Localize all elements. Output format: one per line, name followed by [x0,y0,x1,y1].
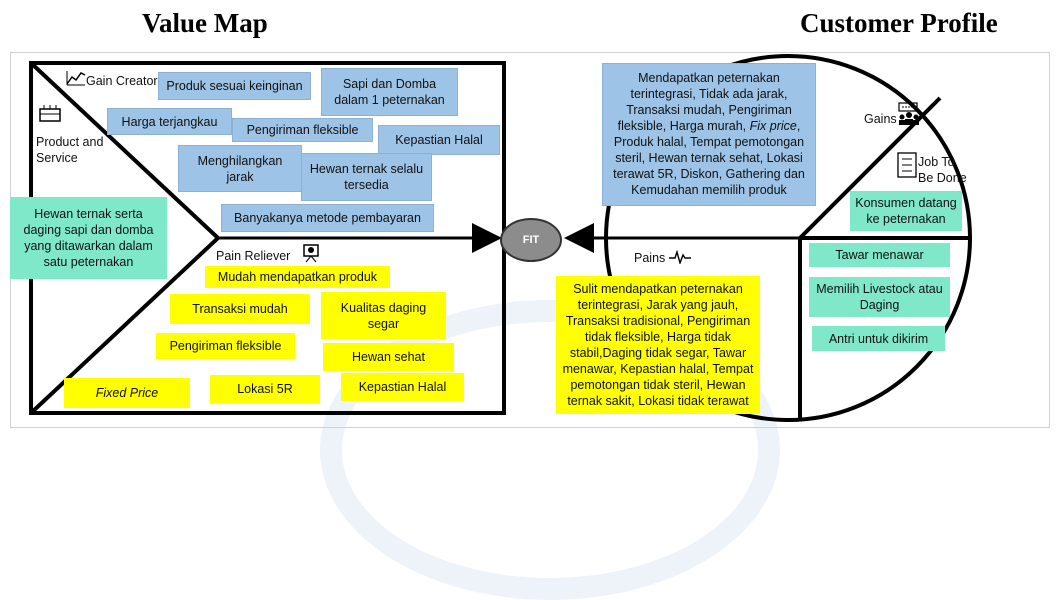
heartbeat-icon [669,249,691,269]
pain-reliever-note: Kepastian Halal [341,373,464,401]
gain-creator-note: Banyakanya metode pembayaran [221,204,434,232]
job-note: Konsumen datang ke peternakan [850,191,962,231]
gains-text-italic: Fix price [749,119,797,133]
product-service-note: Hewan ternak serta daging sapi dan domba… [10,197,167,279]
gain-creator-note: Pengiriman fleksible [232,118,373,142]
gains-text-after: , Produk halal, Tempat pemotongan steril… [613,119,805,197]
value-map-title: Value Map [142,8,268,38]
gains-label: Gains [864,112,897,126]
gain-creator-note: Harga terjangkau [107,108,232,135]
jobs-label: Job To Be Done [918,155,967,185]
gift-icon [38,104,62,129]
job-note: Memilih Livestock atau Daging [809,277,950,317]
gain-creator-note: Produk sesuai keinginan [158,72,311,100]
gains-text-before: Mendapatkan peternakan terintegrasi, Tid… [617,71,792,133]
easel-icon [302,243,320,268]
pain-reliever-note: Kualitas daging segar [321,292,446,339]
pain-reliever-note: Transaksi mudah [170,294,310,324]
job-note: Antri untuk dikirim [812,326,945,351]
gain-creator-note: Hewan ternak selalu tersedia [301,153,432,201]
pain-reliever-note: Mudah mendapatkan produk [205,266,390,288]
gain-creator-note: Kepastian Halal [378,125,500,155]
gain-creator-note: Sapi dan Domba dalam 1 peternakan [321,68,458,116]
chart-icon [66,70,86,91]
pain-reliever-note: Lokasi 5R [210,375,320,403]
cash-icon [898,99,918,117]
job-note: Tawar menawar [809,243,950,267]
gain-creator-label: Gain Creator [86,74,158,88]
divider-upper [29,61,220,240]
divider-lower [29,236,220,415]
pain-reliever-note: Pengiriman fleksible [156,333,295,359]
gain-creator-note: Menghilangkan jarak [178,145,302,192]
gains-note: Mendapatkan peternakan terintegrasi, Tid… [602,63,816,206]
customer-profile-title: Customer Profile [800,8,998,38]
pain-reliever-note: Hewan sehat [323,343,454,371]
pains-label: Pains [634,251,666,265]
pains-note: Sulit mendapatkan peternakan terintegras… [556,276,760,414]
fit-node: FIT [500,218,562,262]
pain-reliever-label: Pain Reliever [216,249,291,263]
pain-reliever-note: Fixed Price [64,378,190,408]
product-service-label: Product and Service [36,135,104,165]
checklist-icon [897,152,917,183]
people-icon [898,110,920,131]
